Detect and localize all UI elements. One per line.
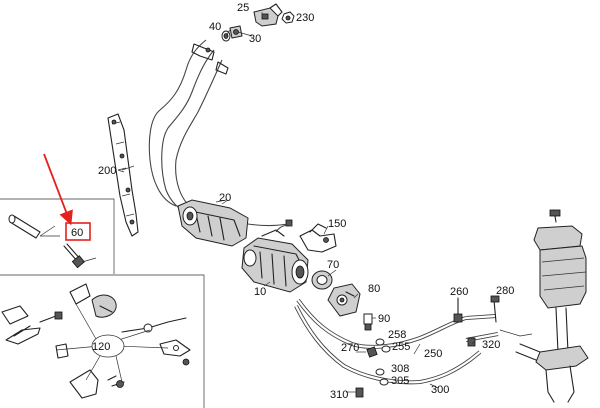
label-320: 320 [482, 339, 500, 351]
label-80: 80 [368, 283, 380, 295]
part-60-bolt [63, 243, 97, 269]
label-90: 90 [378, 313, 390, 325]
part-20-assembly [177, 199, 293, 247]
label-40: 40 [209, 21, 221, 33]
part-labels: 25 230 40 30 200 20 150 60 70 10 80 260 … [71, 2, 514, 401]
line-300 [294, 305, 482, 385]
air-strut [499, 209, 589, 403]
part-90-fitting [363, 313, 373, 331]
part-200-rail [107, 113, 139, 237]
label-60: 60 [71, 227, 83, 239]
label-258: 258 [388, 329, 406, 341]
part-70-mount [311, 270, 333, 290]
label-10: 10 [254, 286, 266, 298]
part-258-oring [375, 338, 391, 353]
detail-box-upper [0, 198, 115, 274]
part-150-bracket [299, 223, 337, 253]
part-80-holder [327, 283, 361, 317]
label-280: 280 [496, 285, 514, 297]
highlight-callout [43, 153, 91, 241]
label-300: 300 [431, 384, 449, 396]
label-120: 120 [92, 341, 110, 353]
label-200: 200 [98, 165, 116, 177]
label-255: 255 [392, 341, 410, 353]
part-60-pin [8, 214, 60, 239]
label-270: 270 [341, 342, 359, 354]
part-270-fitting [366, 346, 378, 358]
leader-lines [117, 12, 475, 393]
label-250: 250 [424, 348, 442, 360]
line-bundle-upper [148, 39, 229, 215]
label-20: 20 [219, 192, 231, 204]
label-260: 260 [450, 286, 468, 298]
label-310: 310 [330, 389, 348, 401]
label-70: 70 [327, 259, 339, 271]
part-320-fitting [467, 337, 476, 347]
part-308-oring [375, 368, 389, 386]
part-280-bolt [490, 295, 500, 323]
part-30-grommet [229, 25, 243, 39]
label-230: 230 [296, 12, 314, 24]
part-310-fitting [355, 387, 364, 398]
label-308: 308 [391, 363, 409, 375]
part-120-assembly [1, 283, 191, 399]
label-30: 30 [249, 33, 261, 45]
detail-box-lower [0, 274, 205, 408]
part-25-sensor [253, 3, 283, 27]
line-250 [296, 298, 497, 349]
part-10-compressor [241, 224, 309, 293]
part-230-nut [281, 11, 295, 24]
label-305: 305 [391, 375, 409, 387]
label-25: 25 [237, 2, 249, 14]
label-150: 150 [328, 218, 346, 230]
